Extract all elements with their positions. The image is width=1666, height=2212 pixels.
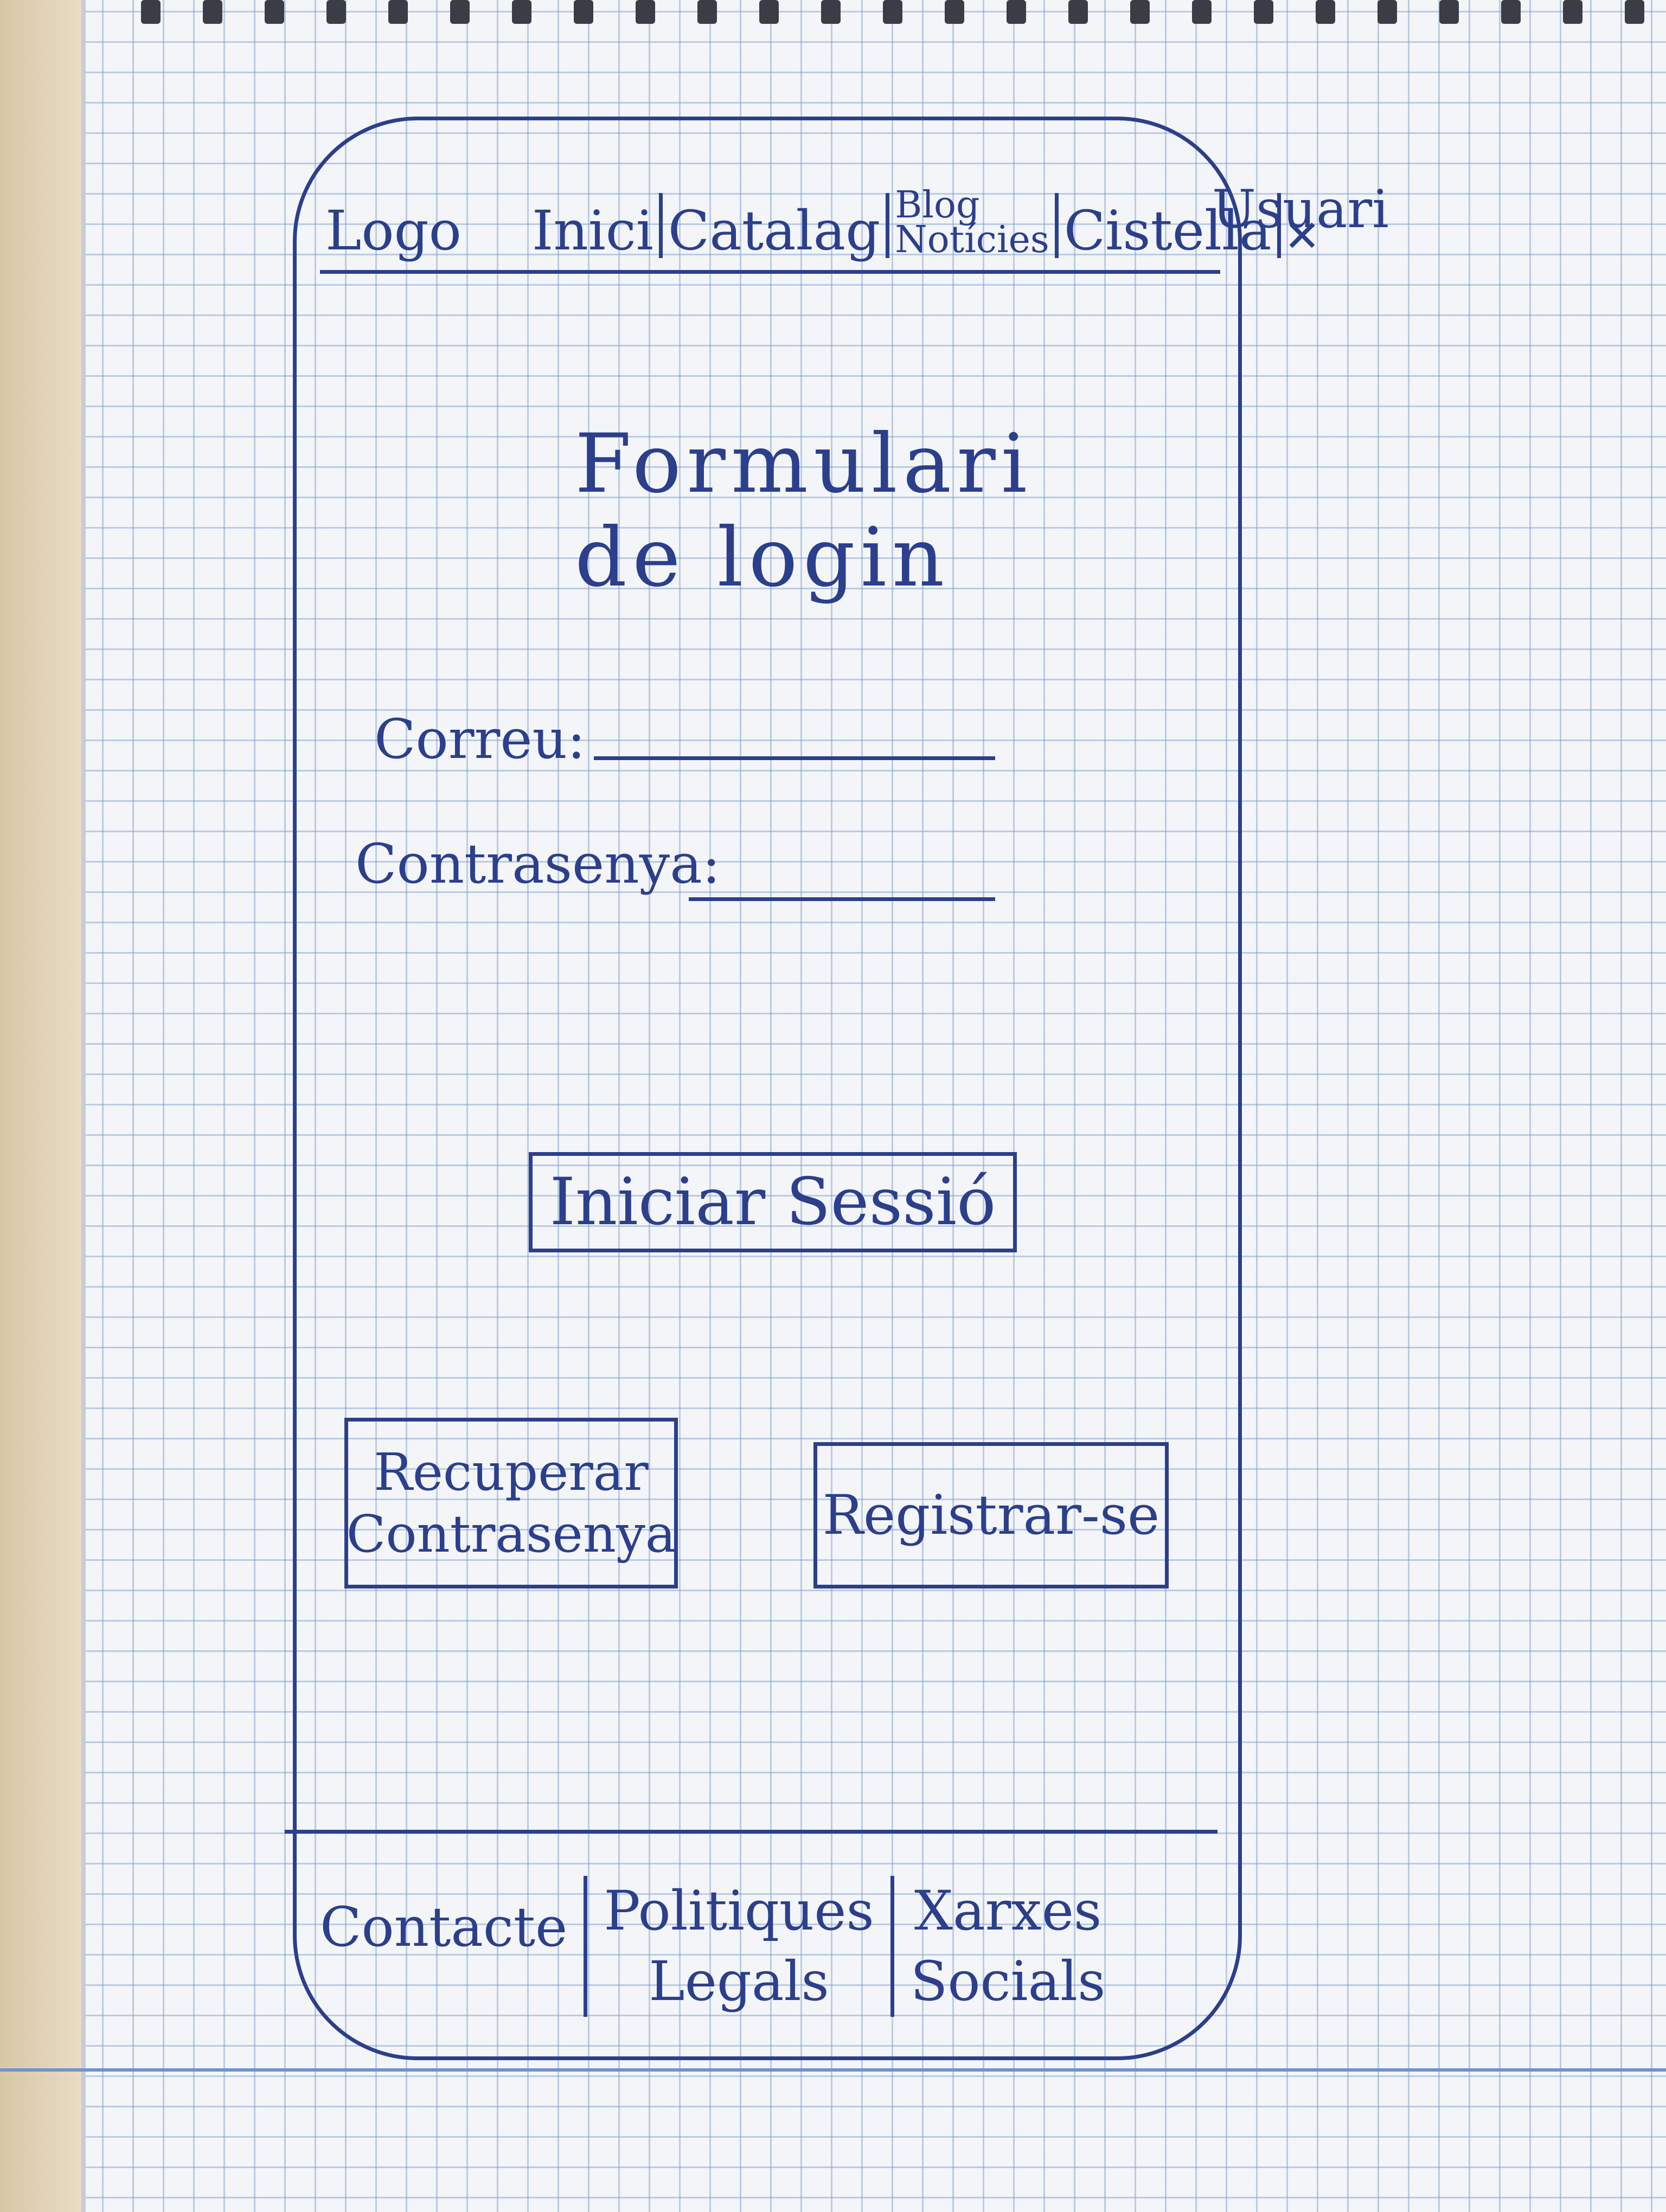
nav-cataleg[interactable]: Catalag xyxy=(668,199,881,262)
spiral-ring xyxy=(141,0,161,24)
spiral-ring xyxy=(1625,0,1644,24)
nav-divider xyxy=(886,193,890,258)
spiral-ring xyxy=(326,0,346,24)
paper-edge xyxy=(81,0,86,2212)
footer-xarxes-socials[interactable]: Xarxes Socials xyxy=(894,1876,1122,2017)
page-rule-line xyxy=(0,2068,1666,2072)
password-label: Contrasenya: xyxy=(355,832,721,896)
spiral-ring xyxy=(265,0,284,24)
login-button[interactable]: Iniciar Sessió xyxy=(529,1152,1017,1252)
header-nav: Logo Inici Catalag Blog Notícies Cistell… xyxy=(320,179,1321,274)
spiral-ring xyxy=(1377,0,1397,24)
spiral-ring xyxy=(1563,0,1582,24)
footer-politiques-line-2: Legals xyxy=(649,1950,829,2013)
spiral-ring xyxy=(636,0,655,24)
register-button[interactable]: Registrar-se xyxy=(813,1442,1169,1589)
notebook-spiral xyxy=(141,0,1659,33)
nav-usuari[interactable]: Usuari xyxy=(1212,179,1389,240)
page-title: Formulari de login xyxy=(575,417,1033,605)
nav-inici[interactable]: Inici xyxy=(531,199,653,262)
spiral-ring xyxy=(759,0,779,24)
footer-separator xyxy=(584,1876,588,2017)
nav-noticies-label: Notícies xyxy=(895,218,1049,262)
desk-background xyxy=(0,0,81,2212)
spiral-ring xyxy=(1007,0,1026,24)
spiral-ring xyxy=(1130,0,1150,24)
spiral-ring xyxy=(450,0,470,24)
title-line-2: de login xyxy=(575,510,950,605)
password-field[interactable] xyxy=(689,897,995,901)
footer-politiques-line-1: Politiques xyxy=(604,1879,874,1943)
footer-xarxes-line-2: Socials xyxy=(910,1950,1106,2013)
nav-cistella[interactable]: Cistella xyxy=(1063,199,1272,262)
email-label: Correu: xyxy=(374,708,586,771)
footer: Contacte Politiques Legals Xarxes Social… xyxy=(304,1876,1150,2055)
spiral-ring xyxy=(1068,0,1088,24)
footer-separator xyxy=(890,1876,894,2017)
spiral-ring xyxy=(388,0,408,24)
nav-divider xyxy=(658,193,663,258)
footer-xarxes-line-1: Xarxes xyxy=(914,1879,1102,1943)
spiral-ring xyxy=(1439,0,1459,24)
spiral-ring xyxy=(697,0,717,24)
spiral-ring xyxy=(821,0,841,24)
logo[interactable]: Logo xyxy=(325,199,462,262)
spiral-ring xyxy=(512,0,531,24)
spiral-ring xyxy=(1316,0,1335,24)
footer-politiques-legals[interactable]: Politiques Legals xyxy=(587,1876,890,2017)
spiral-ring xyxy=(883,0,902,24)
phone-frame xyxy=(293,117,1242,2060)
recover-label-line-2: Contrasenya xyxy=(346,1504,676,1564)
spiral-ring xyxy=(1501,0,1521,24)
nav-divider xyxy=(1277,193,1281,258)
spiral-ring xyxy=(203,0,222,24)
nav-blog-noticies[interactable]: Blog Notícies xyxy=(889,183,1054,262)
email-field[interactable] xyxy=(594,756,995,760)
footer-divider xyxy=(285,1830,1218,1834)
recover-password-button[interactable]: Recuperar Contrasenya xyxy=(344,1418,678,1589)
title-line-1: Formulari xyxy=(575,417,1033,511)
spiral-ring xyxy=(1254,0,1273,24)
spiral-ring xyxy=(945,0,964,24)
spiral-ring xyxy=(574,0,593,24)
footer-contacte[interactable]: Contacte xyxy=(320,1895,568,1959)
close-icon[interactable]: ✕ xyxy=(1284,211,1321,261)
nav-blog-label: Blog xyxy=(895,183,980,227)
nav-divider xyxy=(1054,193,1059,258)
spiral-ring xyxy=(1192,0,1212,24)
recover-label-line-1: Recuperar xyxy=(374,1442,649,1502)
